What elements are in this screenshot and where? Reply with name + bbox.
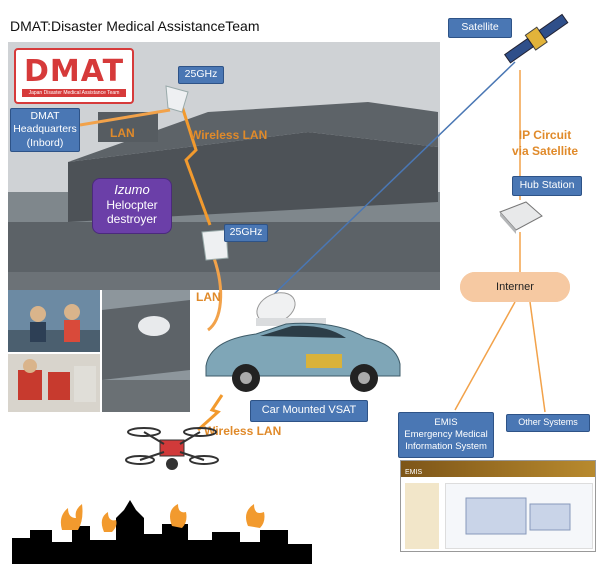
izumo-box: Izumo Helocpter destroyer	[92, 178, 172, 234]
ip-circuit-label: IP Circuit via Satellite	[512, 128, 579, 158]
drone-icon	[125, 427, 219, 470]
antenna-bottom-icon	[201, 229, 229, 261]
lan-line-top	[79, 108, 171, 127]
emis-screen-header: EMIS	[401, 461, 595, 477]
logo-text: DMAT	[23, 54, 125, 89]
lan-label-top: LAN	[110, 126, 135, 140]
drone-wireless-bolt	[196, 394, 224, 432]
other-systems-box: Other Systems	[506, 414, 590, 432]
ghz-label-bottom: 25GHz	[224, 224, 268, 242]
wireless-lan-label-bottom: Wireless LAN	[204, 424, 282, 438]
hub-station-icon	[499, 201, 543, 234]
car-vsat-box: Car Mounted VSAT	[250, 400, 368, 422]
dmat-logo: DMAT Japan Disaster Medical Assistance T…	[14, 48, 134, 104]
emis-screen-title: EMIS	[405, 469, 423, 476]
izumo-desc: Helocpter destroyer	[106, 197, 158, 226]
burning-city-icon	[12, 500, 312, 564]
emis-screen-sidebar	[405, 483, 439, 549]
diagram-title: DMAT:Disaster Medical AssistanceTeam	[10, 18, 260, 34]
internet-emis-link	[454, 301, 516, 411]
car-vsat-icon	[205, 292, 401, 392]
emis-screen-map	[445, 483, 593, 549]
emis-box: EMIS Emergency Medical Information Syste…	[398, 412, 494, 458]
lan-line-bottom	[207, 257, 223, 332]
wireless-lan-label-top: Wireless LAN	[190, 128, 268, 142]
hub-station-box: Hub Station	[512, 176, 582, 196]
ghz-label-top: 25GHz	[178, 66, 224, 84]
lan-label-bottom: LAN	[196, 290, 221, 304]
wireless-lan-bolt	[178, 99, 212, 226]
satellite-icon	[504, 13, 569, 64]
photo-team-2	[8, 354, 100, 412]
dmat-hq-box: DMAT Headquarters (Inbord)	[10, 108, 80, 152]
photo-ship-car	[102, 290, 190, 412]
emis-screenshot: EMIS	[400, 460, 596, 552]
internet-other-link	[529, 301, 546, 413]
internet-cloud: Interner	[460, 272, 570, 302]
photo-team-1	[8, 290, 100, 352]
logo-subtitle: Japan Disaster Medical Assistance Team	[22, 89, 126, 97]
izumo-name: Izumo	[114, 182, 150, 197]
antenna-top-icon	[165, 85, 189, 113]
car-satellite-link	[269, 61, 516, 299]
satellite-box: Satellite	[448, 18, 512, 38]
